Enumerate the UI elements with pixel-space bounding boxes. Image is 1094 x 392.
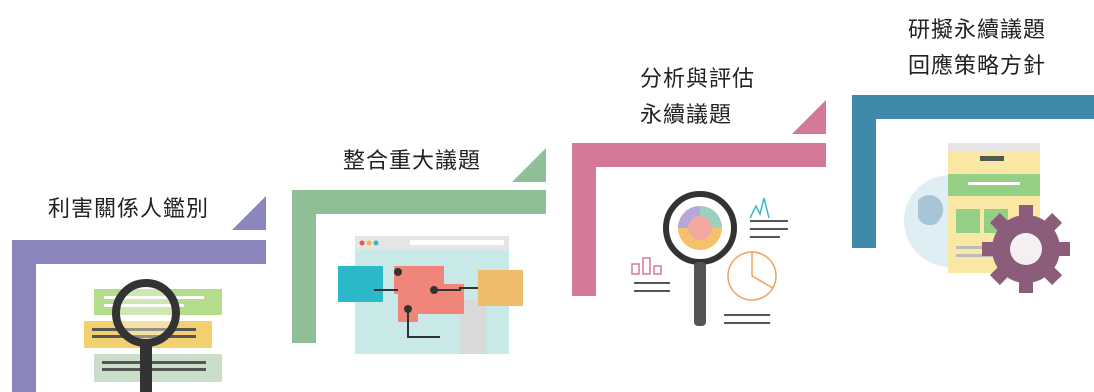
step-4-label-line-2: 回應策略方針 — [908, 54, 1047, 79]
step-3-label-line-1: 分析與評估 — [640, 67, 756, 92]
step-1-bracket — [12, 196, 266, 392]
step-3-label-line-2: 永續議題 — [640, 103, 733, 128]
step-4-bracket — [852, 95, 1094, 248]
step-1-label-line-1: 利害關係人鑑別 — [48, 197, 210, 222]
analysis-magnifier-icon — [631, 191, 788, 326]
step-3-arrow-tip — [792, 100, 826, 134]
step-2-bracket — [292, 148, 546, 343]
workflow-browser-icon — [338, 236, 523, 354]
magnifier-documents-icon — [84, 279, 222, 392]
step-2-label-line-1: 整合重大議題 — [343, 149, 482, 174]
step-4-label: 研擬永續議題 回應策略方針 — [908, 13, 1046, 85]
step-3-label: 分析與評估 永續議題 — [640, 62, 755, 134]
step-2-label: 整合重大議題 — [343, 144, 481, 180]
step-4-label-line-1: 研擬永續議題 — [908, 18, 1047, 43]
strategy-globe-gear-icon — [904, 143, 1070, 293]
step-1-label: 利害關係人鑑別 — [48, 192, 209, 228]
step-1-arrow-tip — [232, 196, 266, 230]
step-2-arrow-tip — [512, 148, 546, 182]
step-3-bracket — [572, 100, 826, 296]
